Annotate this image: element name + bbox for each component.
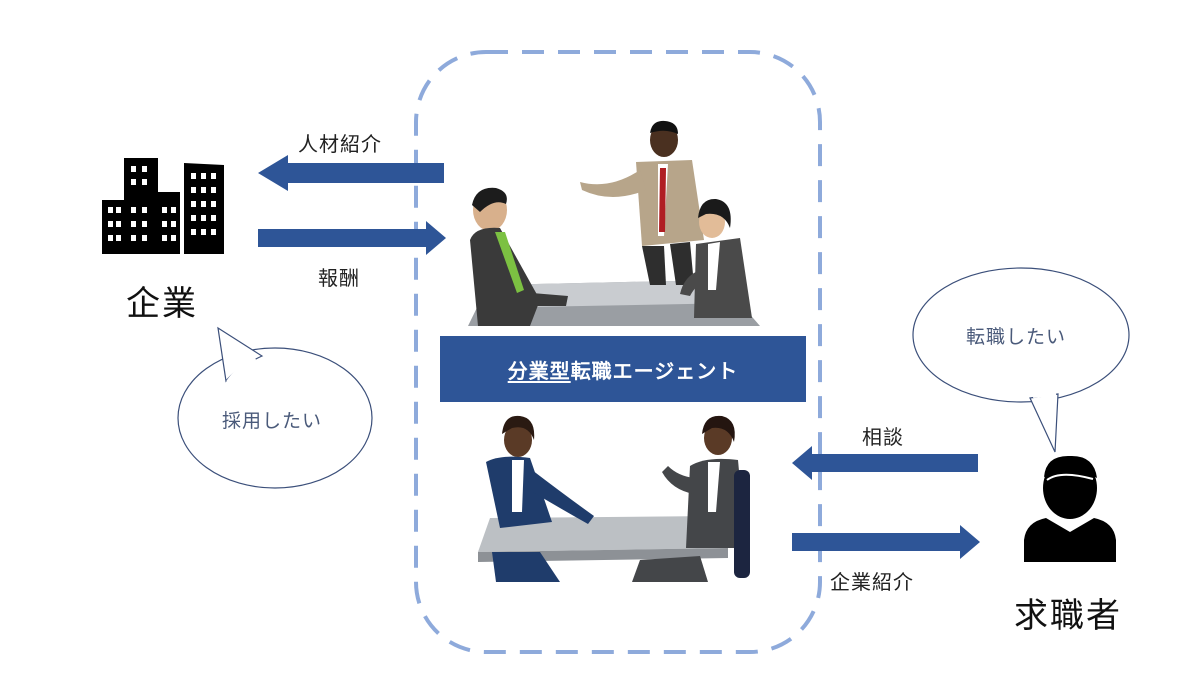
flow-label-from-company: 報酬 — [318, 266, 360, 290]
company-bubble-text: 採用したい — [222, 410, 323, 432]
job-seeker-label: 求職者 — [1014, 596, 1122, 636]
agent-banner: 分業型転職エージェント — [440, 336, 806, 402]
flow-label-to-seeker: 企業紹介 — [830, 570, 914, 594]
flow-label-from-seeker: 相談 — [862, 425, 904, 449]
agent-banner-title: 転職エージェント — [570, 358, 739, 383]
company-label: 企業 — [126, 284, 198, 324]
agent-banner-type: 分業型 — [507, 358, 571, 383]
arrow-to-seeker — [792, 525, 980, 559]
seeker-speech-bubble — [912, 267, 1130, 453]
business-meeting-illustration — [468, 120, 760, 326]
one-on-one-consultation-illustration — [478, 415, 750, 582]
flow-label-to-company: 人材紹介 — [298, 132, 382, 156]
arrow-to-company — [258, 155, 444, 191]
person-icon — [1024, 455, 1116, 562]
seeker-bubble-text: 転職したい — [966, 326, 1067, 348]
office-buildings-icon — [102, 158, 224, 254]
company-speech-bubble — [177, 326, 373, 489]
arrow-from-seeker — [792, 446, 978, 480]
arrow-from-company — [258, 221, 446, 255]
